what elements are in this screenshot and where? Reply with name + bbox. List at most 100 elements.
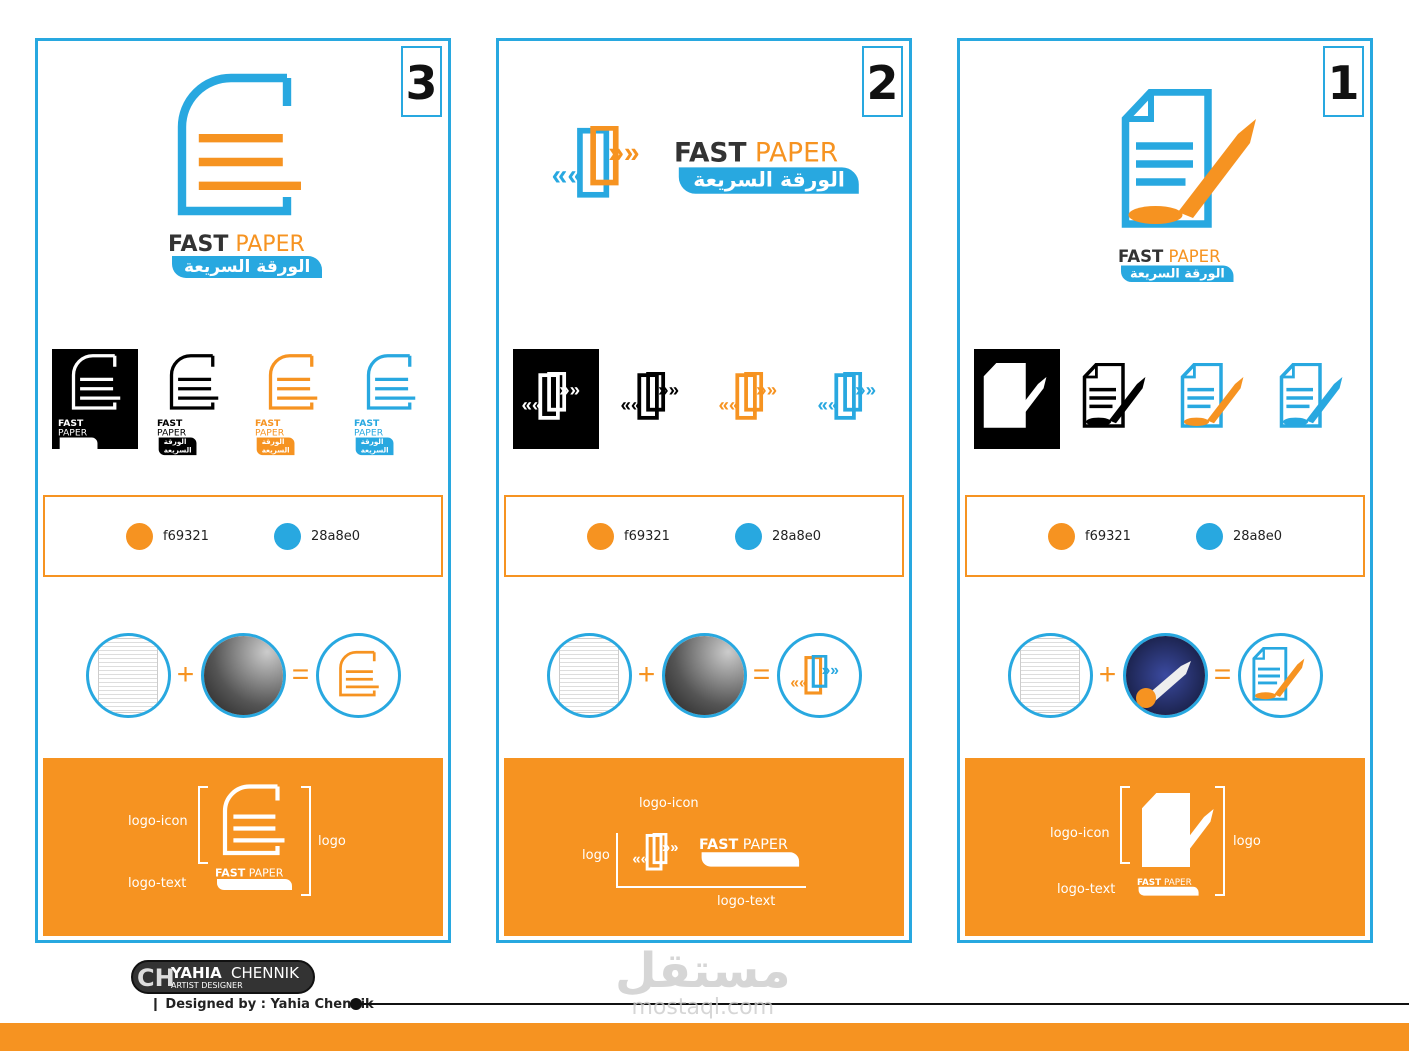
- logo-variant-outline-black: »»««: [611, 348, 698, 449]
- brand-arabic-pill: الورقة السريعة: [217, 879, 293, 890]
- watermark: مستقل mostaql.com: [615, 945, 791, 1019]
- swatch-label: 28a8e0: [771, 528, 821, 544]
- rocket-image: [1125, 635, 1205, 715]
- blue-dot: [273, 522, 301, 550]
- brand-name-bold: FAST: [215, 867, 246, 880]
- brand-arabic-pill: الورقة السريعة: [1138, 886, 1199, 896]
- concept-number: 3: [401, 46, 442, 117]
- blue-dot: [1195, 522, 1223, 550]
- signature-monogram-icon: CH: [137, 964, 175, 992]
- brand-name-light: PAPER: [742, 836, 788, 853]
- signature-name-bold: YAHIA: [171, 964, 222, 982]
- paper-image: [1007, 632, 1093, 718]
- color-palette: f69321 28a8e0: [504, 495, 904, 577]
- plus-sign: +: [1098, 658, 1117, 691]
- svg-text:««: ««: [521, 393, 542, 414]
- credit-text: Designed by : Yahia Chennik: [165, 997, 374, 1012]
- plus-sign: +: [637, 658, 656, 691]
- main-logo-icon: [1118, 88, 1268, 237]
- svg-text:««: ««: [817, 393, 838, 414]
- swatch-orange: f69321: [1048, 522, 1131, 550]
- concept-formula: + =: [960, 631, 1370, 719]
- brand-arabic-pill: الورقة السريعة: [158, 436, 197, 455]
- brand-name-bold: FAST: [353, 417, 380, 429]
- paper-image: [546, 632, 632, 718]
- brand-name-light: PAPER: [235, 232, 305, 257]
- brand-arabic-pill: الورقة السريعة: [701, 852, 800, 867]
- svg-text:»»: »»: [822, 661, 839, 678]
- orange-dot: [126, 522, 153, 550]
- logo-variant-black: [974, 348, 1060, 449]
- label-logo: logo: [318, 834, 346, 849]
- signature-role: ARTIST DESIGNER: [171, 981, 243, 990]
- footer-bar: [0, 1023, 1409, 1051]
- logo-variants: [974, 346, 1356, 451]
- brand-name-bold: FAST: [1137, 877, 1162, 888]
- label-logo-text: logo-text: [717, 894, 776, 909]
- logo-variant-outline-black: [1072, 348, 1159, 449]
- brand-arabic-pill: الورقة السريعة: [59, 436, 98, 455]
- designer-signature-logo: CH YAHIA CHENNIK ARTIST DESIGNER: [131, 960, 315, 994]
- road-image: [203, 635, 283, 715]
- brand-name-light: PAPER: [58, 426, 88, 438]
- svg-text:»»: »»: [559, 378, 580, 399]
- logo-variant-blue: [1269, 348, 1356, 449]
- brand-arabic-pill: الورقة السريعة: [355, 436, 394, 455]
- road-image: [200, 632, 286, 718]
- orange-dot: [1048, 522, 1075, 550]
- watermark-arabic: مستقل: [615, 943, 791, 999]
- swatch-label: 28a8e0: [310, 528, 360, 544]
- swatch-label: f69321: [163, 528, 209, 544]
- svg-text:»»: »»: [658, 378, 679, 399]
- main-logo-icon: »»««: [551, 125, 656, 205]
- signature-name-light: CHENNIK: [231, 964, 299, 982]
- brand-arabic-pill: الورقة السريعة: [172, 256, 323, 278]
- logo-variant-blue: »»««: [808, 348, 895, 449]
- watermark-latin: mostaql.com: [631, 995, 775, 1020]
- swatch-orange: f69321: [126, 522, 209, 550]
- logo-result: »» ««: [776, 632, 862, 718]
- equals-sign: =: [1213, 658, 1232, 691]
- concept-formula: + = »»««: [499, 631, 909, 719]
- logo-result: [315, 632, 401, 718]
- brand-arabic-pill: الورقة السريعة: [1121, 265, 1234, 282]
- swatch-blue: 28a8e0: [273, 522, 360, 550]
- timeline-line: [356, 1003, 1409, 1005]
- brand-name-light: PAPER: [1168, 247, 1221, 267]
- svg-text:««: ««: [790, 674, 807, 691]
- brand-arabic-pill: الورقة السريعة: [256, 436, 295, 455]
- label-logo-text: logo-text: [1057, 882, 1116, 897]
- svg-text:»»: »»: [756, 378, 777, 399]
- brand-name-bold: FAST: [255, 417, 281, 429]
- logo-variant-black: »» ««: [513, 348, 599, 449]
- swatch-orange: f69321: [587, 522, 670, 550]
- paper-image: [85, 632, 171, 718]
- brand-name-light: PAPER: [156, 426, 186, 438]
- rocket-image: [1122, 632, 1208, 718]
- label-logo-text: logo-text: [128, 876, 187, 891]
- logo-variant-orange: »»««: [710, 348, 797, 449]
- equals-sign: =: [291, 658, 310, 691]
- plus-sign: +: [176, 658, 195, 691]
- blue-dot: [734, 522, 762, 550]
- svg-text:»»: »»: [608, 136, 639, 168]
